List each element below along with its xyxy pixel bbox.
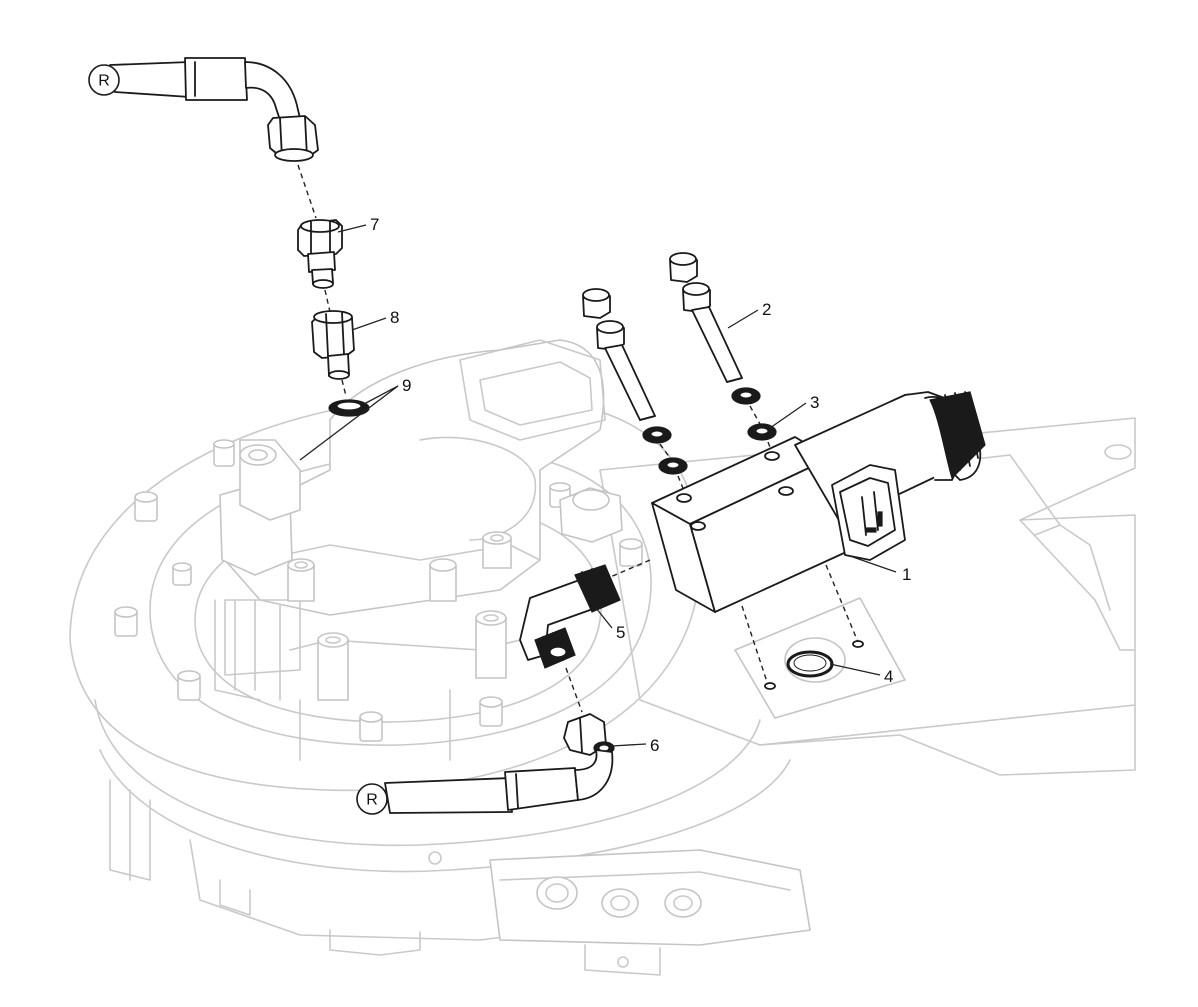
callout-6: 6 <box>650 736 659 755</box>
callout-7: 7 <box>370 215 379 234</box>
callout-8: 8 <box>390 308 399 327</box>
bottom-hose-reference-marker: R <box>356 783 388 815</box>
bottom-hose-assembly <box>384 749 614 814</box>
top-hose-reference-label: R <box>98 73 110 90</box>
background-housing <box>69 339 1136 976</box>
callout-5: 5 <box>616 623 625 642</box>
callout-3: 3 <box>810 393 819 412</box>
part-8-union <box>311 310 355 380</box>
leader-lines <box>299 224 897 747</box>
top-hose-assembly <box>109 57 319 162</box>
part-2-bolts <box>582 252 743 421</box>
part-9-seal-ring <box>328 399 370 417</box>
callout-9: 9 <box>402 376 411 395</box>
bottom-hose-reference-label: R <box>366 792 378 809</box>
callout-4: 4 <box>884 667 893 686</box>
part-3-washers <box>642 387 777 475</box>
part-4-o-ring <box>786 650 834 678</box>
callout-labels: 1 2 3 4 5 6 7 8 9 <box>370 215 911 755</box>
part-1-valve-manifold <box>607 391 986 690</box>
part-6-fitting <box>563 713 615 756</box>
part-5-elbow-fitting <box>519 564 621 669</box>
part-7-adapter <box>297 219 343 289</box>
callout-2: 2 <box>762 300 771 319</box>
top-hose-reference-marker: R <box>88 64 120 96</box>
callout-1: 1 <box>902 565 911 584</box>
